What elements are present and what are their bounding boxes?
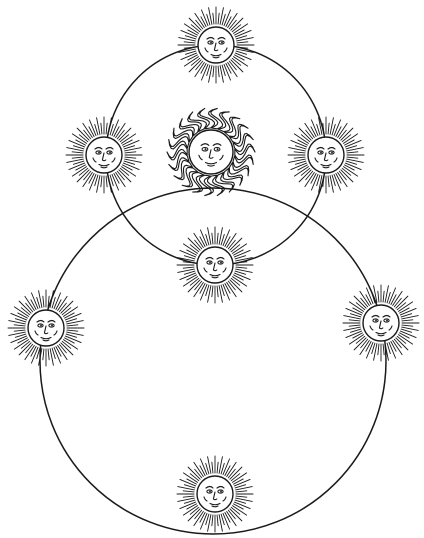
sun-middle-sun-face-icon (177, 227, 253, 303)
sun-left-sun-face-icon (8, 290, 84, 366)
suns-layer (8, 7, 419, 532)
sun-top-sun-face-icon (178, 7, 254, 83)
sun-bottom-sun-face-icon (177, 456, 253, 532)
sun-right-sun-face-icon (343, 285, 419, 361)
sun-upper-right-sun-face-icon (288, 117, 364, 193)
sun-upper-left-sun-face-icon (66, 117, 142, 193)
sun-center-wavy-sun-face-icon (167, 108, 255, 195)
